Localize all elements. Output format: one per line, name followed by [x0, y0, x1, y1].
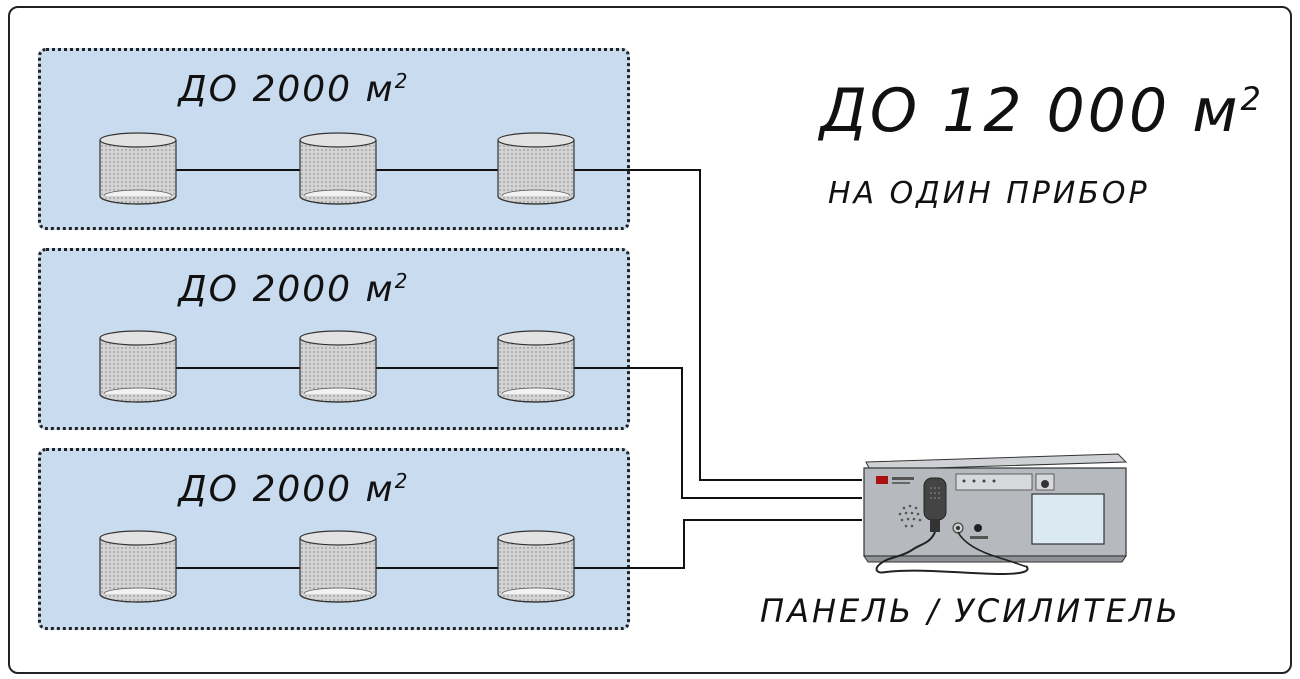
- total-area-label: ДО 12 000 м2: [820, 76, 1264, 146]
- zone-2: ДО 2000 м2: [38, 248, 630, 430]
- zone-1: ДО 2000 м2: [38, 48, 630, 230]
- zone-2-label: ДО 2000 м2: [178, 269, 410, 310]
- control-panel-amplifier-icon: [863, 453, 1128, 576]
- zone-3: ДО 2000 м2: [38, 448, 630, 630]
- device-caption: ПАНЕЛЬ / УСИЛИТЕЛЬ: [760, 592, 1181, 630]
- microphone-icon: [875, 477, 1029, 576]
- diagram-frame: [8, 6, 1292, 674]
- per-device-label: НА ОДИН ПРИБОР: [828, 176, 1150, 211]
- zone-3-label: ДО 2000 м2: [178, 469, 410, 510]
- zone-1-label: ДО 2000 м2: [178, 69, 410, 110]
